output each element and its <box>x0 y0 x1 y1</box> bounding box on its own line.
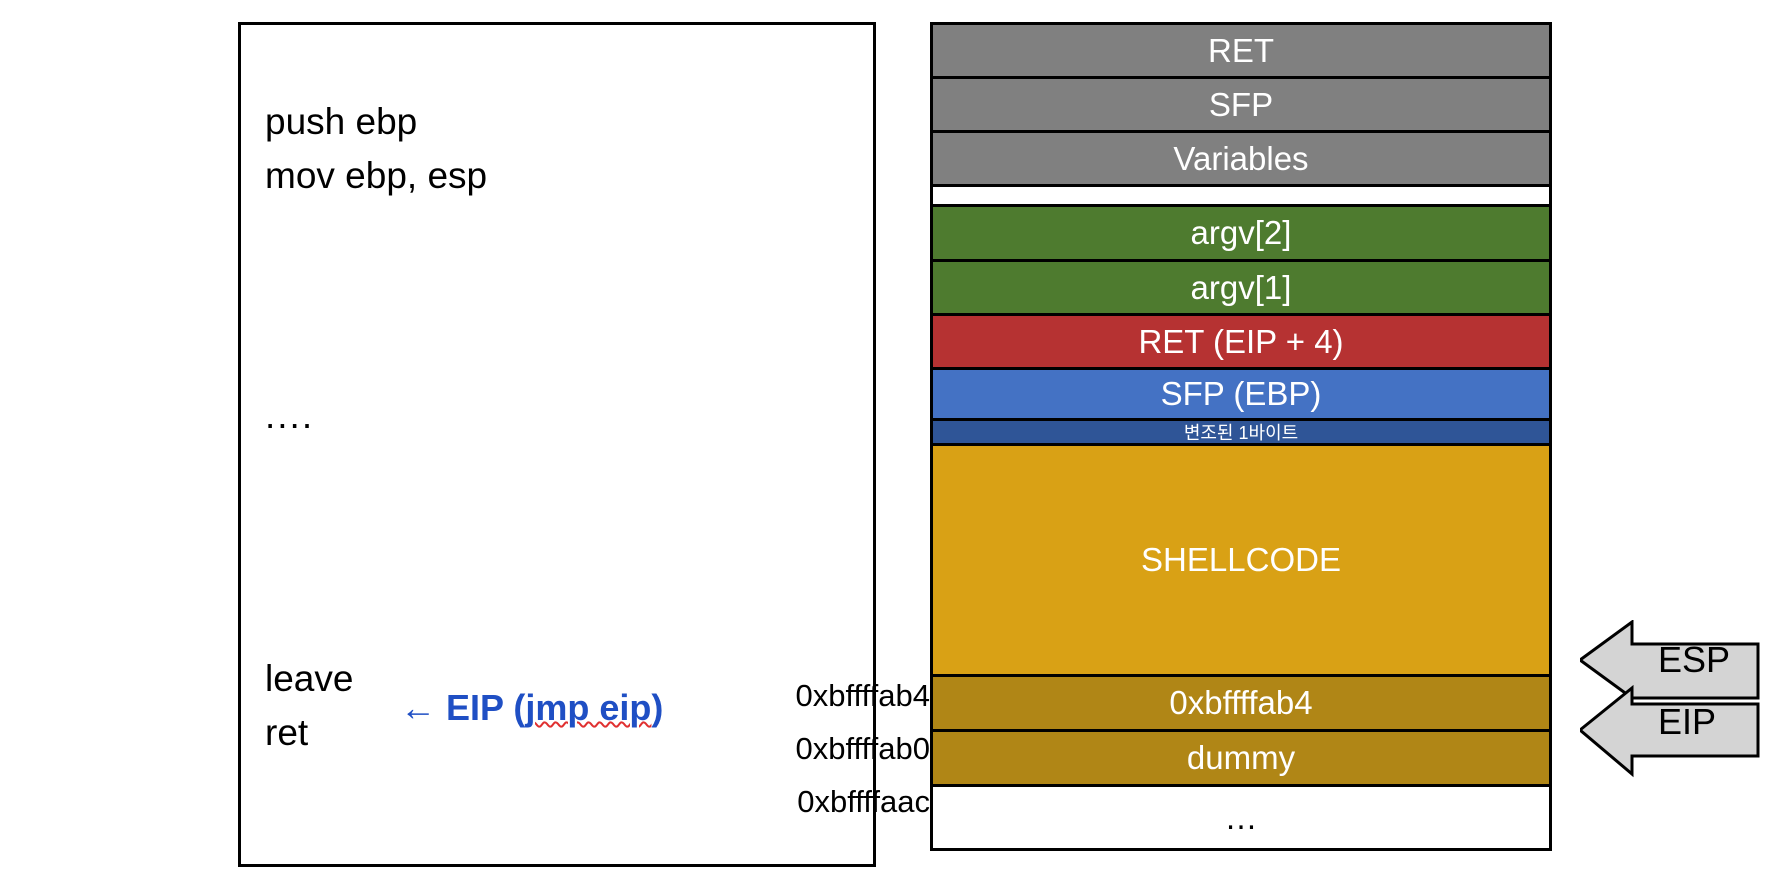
stack-row: RET <box>930 22 1552 76</box>
code-line-leave: leave <box>265 658 354 699</box>
assembly-code-panel: push ebp mov ebp, esp .... leave ret <box>238 22 876 867</box>
address-label-0xbffffab0: 0xbffffab0 <box>795 731 930 766</box>
stack-row: SHELLCODE <box>930 443 1552 674</box>
stack-diagram: RET SFP Variables argv[2] argv[1] RET (EIP + … <box>930 22 1552 851</box>
left-arrow-icon: ← <box>400 687 436 728</box>
stack-row-label: RET (EIP + 4) <box>1138 322 1344 360</box>
stack-row-label: 변조된 1바이트 <box>1183 423 1299 443</box>
eip-label: EIP <box>1658 701 1717 742</box>
eip-arrow-shape <box>1580 684 1760 778</box>
stack-row: SFP (EBP) <box>930 367 1552 418</box>
eip-annotation-label-end: ) <box>651 687 664 728</box>
address-label-0xbffffab4: 0xbffffab4 <box>795 678 930 713</box>
stack-row: argv[2] <box>930 204 1552 259</box>
stack-row-label: argv[2] <box>1190 214 1292 251</box>
eip-annotation-misspelled-text: jmp eip <box>525 687 652 728</box>
stack-row <box>930 184 1552 204</box>
stack-row-label: 0xbffffab4 <box>1169 684 1313 721</box>
esp-label: ESP <box>1658 639 1731 680</box>
eip-annotation-prefix <box>436 687 446 728</box>
code-line-ellipsis: .... <box>265 395 315 436</box>
eip-annotation: ← EIP (jmp eip) <box>400 687 663 729</box>
code-line-mov-ebp-esp: mov ebp, esp <box>265 155 488 196</box>
stack-row: dummy <box>930 729 1552 784</box>
stack-row-label: SFP (EBP) <box>1160 375 1322 412</box>
stack-row-label: RET <box>1208 31 1274 69</box>
stack-row: … <box>930 784 1552 851</box>
stack-row: argv[1] <box>930 259 1552 313</box>
stack-row-label: argv[1] <box>1190 268 1292 306</box>
stack-row-label: SHELLCODE <box>1141 541 1341 578</box>
stack-row-label: … <box>1224 798 1258 836</box>
stack-row: 0xbffffab4 <box>930 674 1552 729</box>
address-label-0xbffffaac: 0xbffffaac <box>797 784 930 819</box>
stack-row: Variables <box>930 130 1552 184</box>
stack-row: 변조된 1바이트 <box>930 418 1552 443</box>
stack-row-label: Variables <box>1173 139 1309 177</box>
code-line-ret: ret <box>265 712 309 753</box>
eip-annotation-label: EIP ( <box>446 687 526 728</box>
stack-row: RET (EIP + 4) <box>930 313 1552 367</box>
stack-row-label: dummy <box>1186 739 1296 776</box>
register-pointer-group: ESP EIP <box>1580 620 1760 780</box>
stack-row: SFP <box>930 76 1552 130</box>
eip-pointer-arrow: EIP <box>1580 682 1760 778</box>
stack-row-label: SFP <box>1208 85 1274 123</box>
code-line-push-ebp: push ebp <box>265 101 418 142</box>
